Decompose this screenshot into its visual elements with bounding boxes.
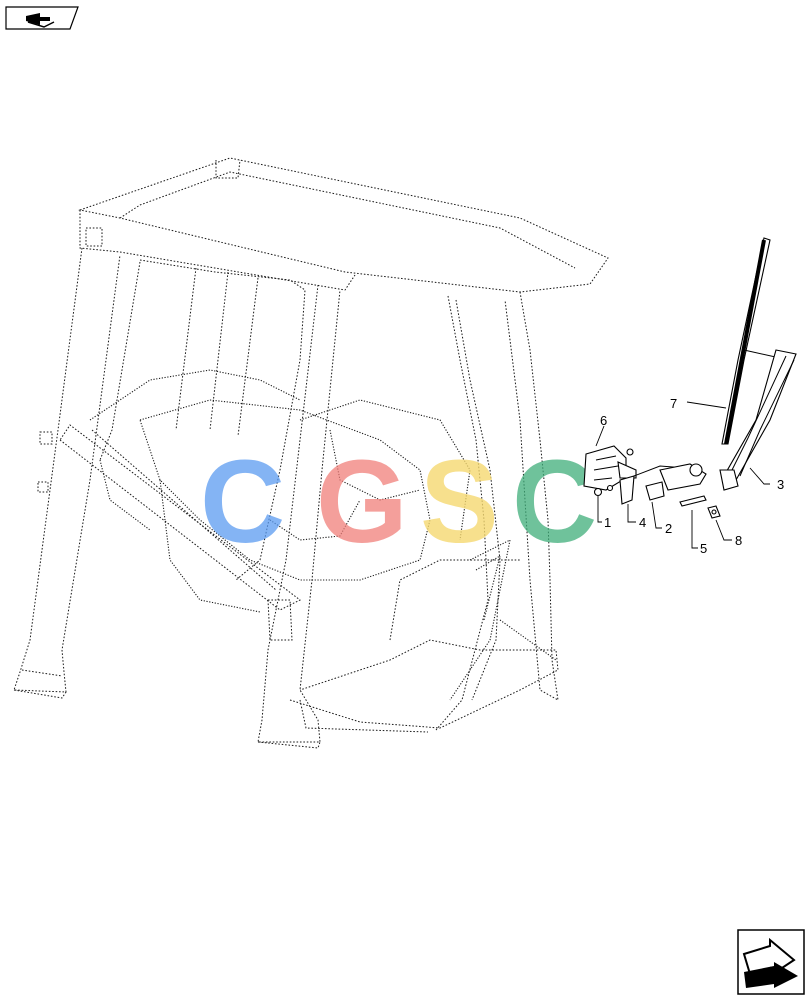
watermark-letter-3: S	[420, 436, 499, 568]
callout-8[interactable]: 8	[735, 533, 742, 548]
nut-cap[interactable]	[707, 505, 721, 519]
cab-frame	[13, 157, 609, 749]
callout-3[interactable]: 3	[777, 477, 784, 492]
watermark-letter-2: G	[316, 436, 408, 568]
wiper-arm[interactable]	[719, 349, 797, 491]
wiper-parts	[583, 237, 797, 519]
callout-2[interactable]: 2	[665, 521, 672, 536]
next-page-arrow-icon[interactable]	[737, 929, 805, 995]
pin[interactable]	[679, 495, 707, 507]
callout-6[interactable]: 6	[600, 413, 607, 428]
callout-7[interactable]: 7	[670, 396, 677, 411]
nut[interactable]	[593, 484, 614, 497]
book-arrow-icon[interactable]	[5, 6, 79, 30]
wiper-motor[interactable]	[583, 445, 637, 491]
callout-1[interactable]: 1	[604, 515, 611, 530]
callout-4[interactable]: 4	[639, 515, 646, 530]
callout-5[interactable]: 5	[700, 541, 707, 556]
crank-arm[interactable]	[645, 463, 707, 501]
callout-leaders	[595, 401, 770, 549]
watermark-letter-4: C	[512, 436, 597, 568]
watermark-letter-1: C	[200, 436, 285, 568]
callout-labels: 1 2 3 4 5 6 7 8	[600, 396, 784, 556]
watermark: C G S C	[200, 436, 597, 568]
